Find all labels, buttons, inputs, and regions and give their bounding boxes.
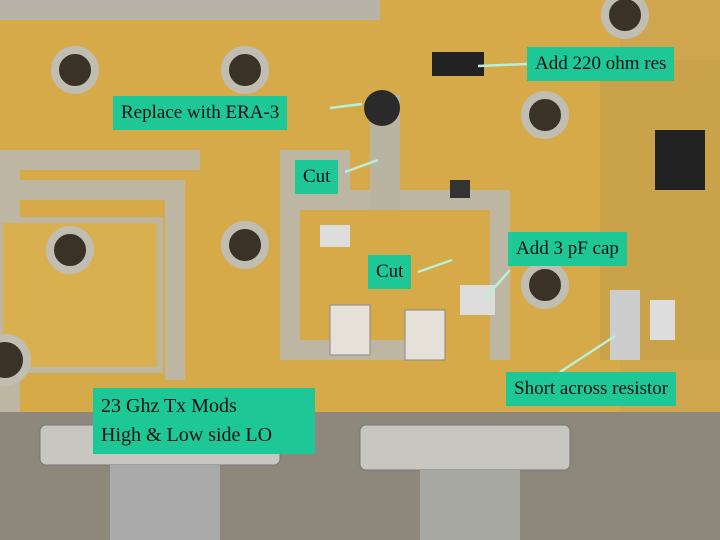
label-replace-era3: Replace with ERA-3 [113, 96, 288, 130]
label-add-3pf-cap: Add 3 pF cap [508, 232, 627, 266]
label-cut-2: Cut [368, 255, 412, 289]
label-short-across-resistor: Short across resistor [506, 372, 677, 406]
label-add-220-ohm-res: Add 220 ohm res [527, 47, 675, 81]
title-line-1: 23 Ghz Tx Mods [101, 395, 237, 417]
label-cut-1: Cut [295, 160, 339, 194]
title-label: 23 Ghz Tx Mods High & Low side LO [93, 388, 315, 454]
title-line-2: High & Low side LO [101, 424, 273, 446]
